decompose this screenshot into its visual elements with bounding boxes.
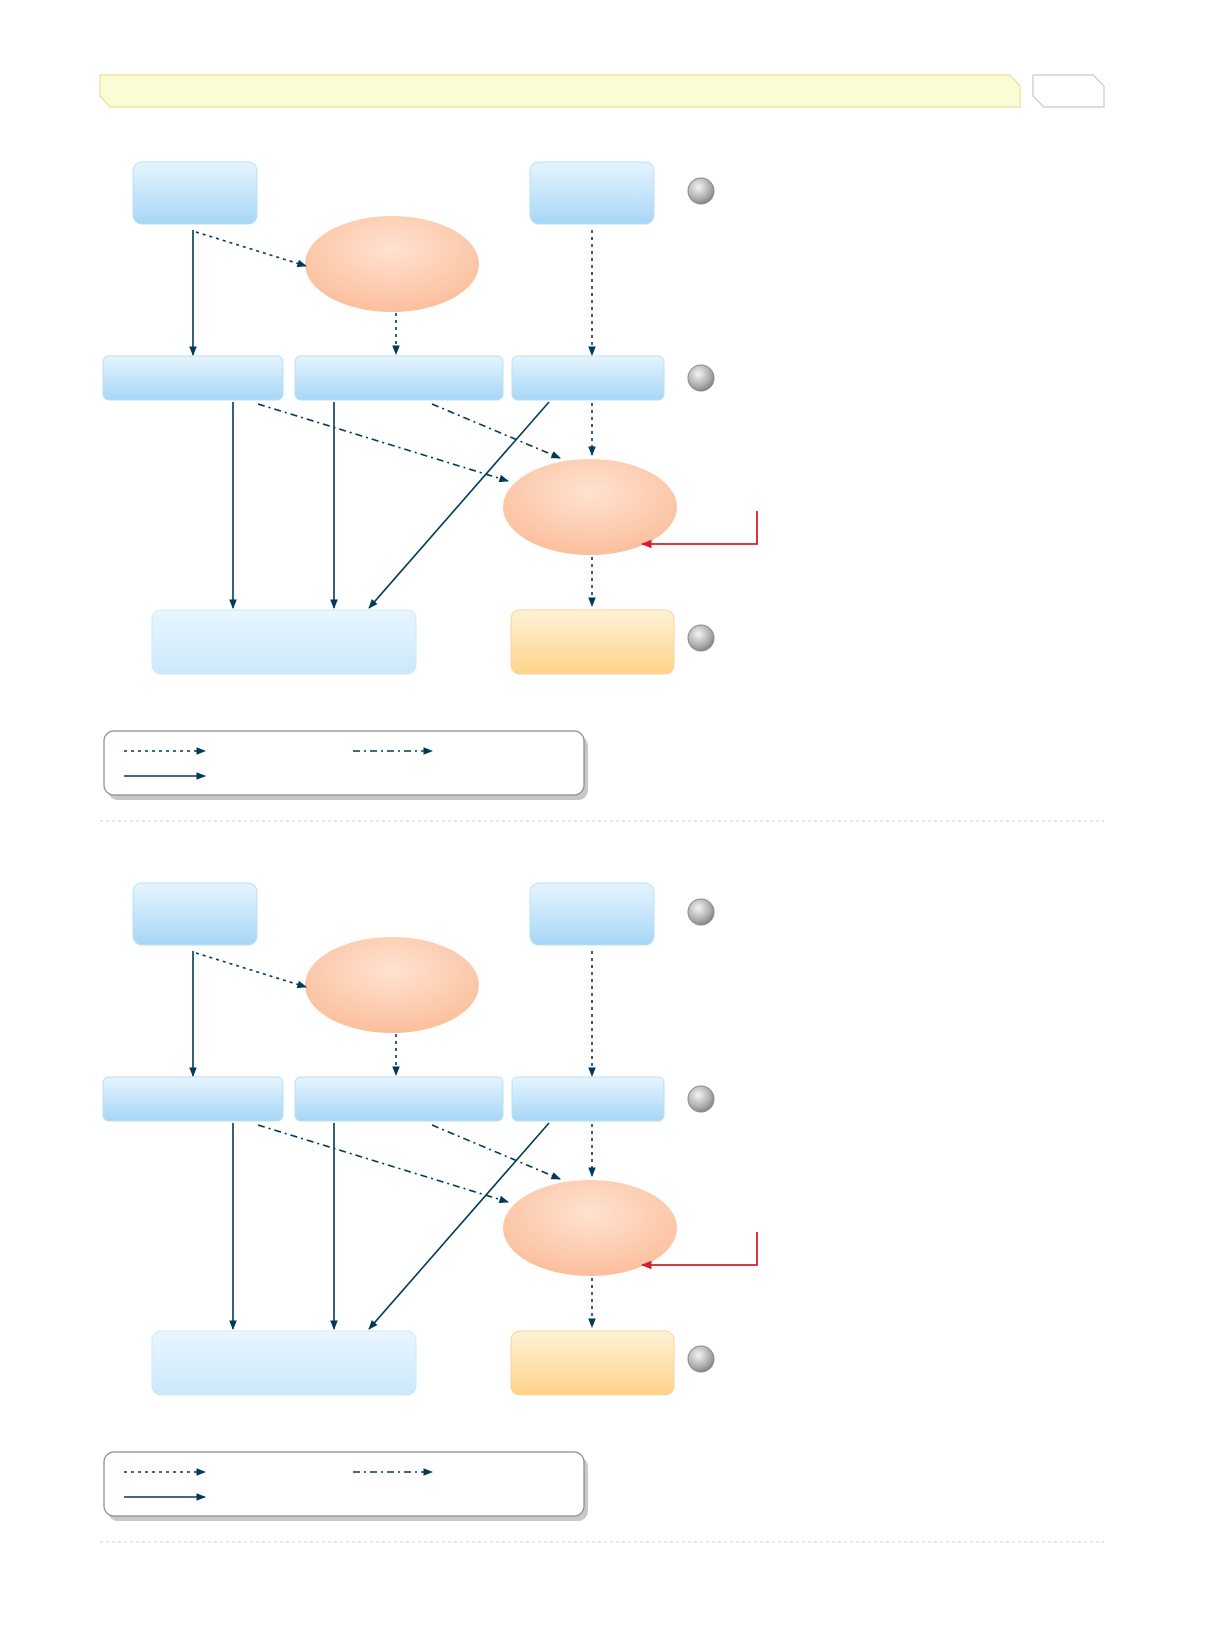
arrow-solid [368, 401, 550, 609]
header-banner [99, 74, 1021, 108]
arrow-dotted [195, 231, 307, 268]
arrow-dotted [195, 952, 307, 989]
node-top-right [529, 161, 655, 225]
arrow-side-input [640, 1232, 758, 1270]
arrow-dash-dot [257, 1124, 509, 1204]
arrow-dash-dot [257, 403, 509, 483]
node-mid-left [102, 355, 284, 401]
flow-diagram-2 [102, 882, 758, 1521]
step-marker-3 [687, 1345, 715, 1373]
node-mid-left [102, 1076, 284, 1122]
ellipse-mid [503, 1180, 677, 1276]
node-bottom-right [510, 609, 675, 675]
flow-diagram-1 [102, 161, 758, 800]
legend [103, 1451, 588, 1521]
node-top-left [132, 882, 258, 946]
node-mid-center [294, 1076, 504, 1122]
arrow-dash-dot [431, 403, 561, 459]
node-mid-right [511, 355, 665, 401]
step-marker-2 [687, 364, 715, 392]
ellipse-top [305, 216, 479, 312]
legend [103, 730, 588, 800]
arrow-dash-dot [431, 1124, 561, 1180]
header-tab [1032, 74, 1105, 108]
step-marker-1 [687, 177, 715, 205]
step-marker-2 [687, 1085, 715, 1113]
node-bottom-right [510, 1330, 675, 1396]
node-top-right [529, 882, 655, 946]
node-mid-center [294, 355, 504, 401]
node-bottom-left [151, 1330, 417, 1396]
arrow-solid [368, 1122, 550, 1330]
node-bottom-left [151, 609, 417, 675]
ellipse-top [305, 937, 479, 1033]
ellipse-mid [503, 459, 677, 555]
step-marker-1 [687, 898, 715, 926]
node-mid-right [511, 1076, 665, 1122]
step-marker-3 [687, 624, 715, 652]
node-top-left [132, 161, 258, 225]
arrow-side-input [640, 511, 758, 549]
